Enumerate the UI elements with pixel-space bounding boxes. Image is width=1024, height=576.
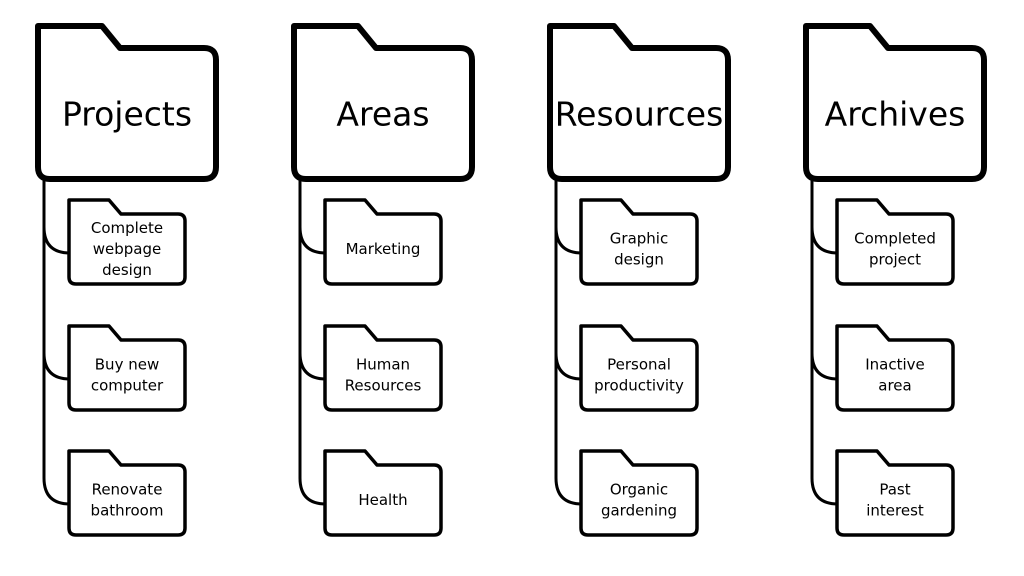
branch-line <box>810 173 841 506</box>
folder-icon <box>323 198 443 286</box>
subfolder-complete-webpage-design[interactable]: Complete webpage design <box>67 198 187 286</box>
subfolder-label-line: area <box>878 377 911 395</box>
folder-icon <box>291 23 475 182</box>
subfolder-buy-new-computer[interactable]: Buy new computer <box>67 324 187 412</box>
folder-icon <box>803 23 987 182</box>
subfolder-label-line: design <box>614 251 664 269</box>
folder-icon <box>35 23 219 182</box>
branch-line <box>298 173 329 381</box>
tree-connector <box>42 173 73 506</box>
subfolder-personal-productivity[interactable]: Personal productivity <box>579 324 699 412</box>
subfolder-label: Graphic design <box>610 230 668 269</box>
subfolder-health[interactable]: Health <box>323 449 443 537</box>
subfolder-label: Complete webpage design <box>91 219 163 279</box>
subfolder-label-line: design <box>102 261 152 279</box>
folder-areas[interactable]: Areas <box>291 23 475 182</box>
subfolder-label: Renovate bathroom <box>91 481 164 520</box>
subfolder-label: Health <box>358 491 407 509</box>
subfolder-label-line: bathroom <box>91 502 164 520</box>
folder-icon <box>835 324 955 412</box>
subfolder-organic-gardening[interactable]: Organic gardening <box>579 449 699 537</box>
subfolder-graphic-design[interactable]: Graphic design <box>579 198 699 286</box>
subfolder-label-line: interest <box>866 502 924 520</box>
tree-connector <box>810 173 841 506</box>
subfolder-label-line: Human <box>356 356 410 374</box>
folder-projects[interactable]: Projects <box>35 23 219 182</box>
subfolder-label-line: gardening <box>601 502 677 520</box>
folder-icon <box>547 23 731 182</box>
subfolder-label-line: computer <box>91 377 164 395</box>
subfolder-completed-project[interactable]: Completed project <box>835 198 955 286</box>
folder-icon <box>67 198 187 286</box>
subfolder-inactive-area[interactable]: Inactive area <box>835 324 955 412</box>
subfolder-label-line: productivity <box>594 377 684 395</box>
subfolder-label-line: webpage <box>93 240 161 258</box>
subfolder-past-interest[interactable]: Past interest <box>835 449 955 537</box>
subfolder-renovate-bathroom[interactable]: Renovate bathroom <box>67 449 187 537</box>
folder-title: Projects <box>62 95 192 134</box>
tree-connector <box>554 173 585 506</box>
subfolder-label-line: Organic <box>610 481 668 499</box>
branch-line <box>42 173 73 381</box>
subfolder-label: Personal productivity <box>594 356 684 395</box>
branch-line <box>42 173 73 255</box>
subfolder-label-line: Personal <box>607 356 671 374</box>
subfolder-label-line: Inactive <box>865 356 925 374</box>
subfolder-label-line: Complete <box>91 219 163 237</box>
subfolder-label-line: Completed <box>854 230 936 248</box>
branch-line <box>42 173 73 506</box>
subfolder-marketing[interactable]: Marketing <box>323 198 443 286</box>
branch-line <box>554 173 585 506</box>
folder-icon <box>835 449 955 537</box>
subfolder-label: Inactive area <box>865 356 925 395</box>
subfolder-label-line: Health <box>358 491 407 509</box>
subfolder-label: Organic gardening <box>601 481 677 520</box>
folder-archives[interactable]: Archives <box>803 23 987 182</box>
subfolder-label-line: Renovate <box>92 481 163 499</box>
branch-line <box>810 173 841 255</box>
folder-icon <box>579 198 699 286</box>
branch-line <box>298 173 329 506</box>
branch-line <box>554 173 585 255</box>
tree-connector <box>298 173 329 506</box>
folder-icon <box>67 324 187 412</box>
subfolder-label: Completed project <box>854 230 936 269</box>
subfolder-label-line: Marketing <box>346 240 421 258</box>
folder-icon <box>323 449 443 537</box>
subfolder-label-line: Graphic <box>610 230 668 248</box>
folder-resources[interactable]: Resources <box>547 23 731 182</box>
branch-line <box>554 173 585 381</box>
folder-icon <box>835 198 955 286</box>
branch-line <box>298 173 329 255</box>
folder-title: Areas <box>336 95 429 134</box>
branch-line <box>810 173 841 381</box>
folder-icon <box>67 449 187 537</box>
folder-icon <box>579 324 699 412</box>
subfolder-label-line: Past <box>879 481 910 499</box>
folder-icon <box>579 449 699 537</box>
folder-title: Archives <box>825 95 966 134</box>
subfolder-label: Buy new computer <box>91 356 164 395</box>
subfolder-label-line: Resources <box>345 377 422 395</box>
subfolder-label: Past interest <box>866 481 924 520</box>
subfolder-label-line: Buy new <box>95 356 159 374</box>
subfolder-label: Marketing <box>346 240 421 258</box>
folder-title: Resources <box>555 95 724 134</box>
subfolder-label-line: project <box>869 251 921 269</box>
folder-icon <box>323 324 443 412</box>
